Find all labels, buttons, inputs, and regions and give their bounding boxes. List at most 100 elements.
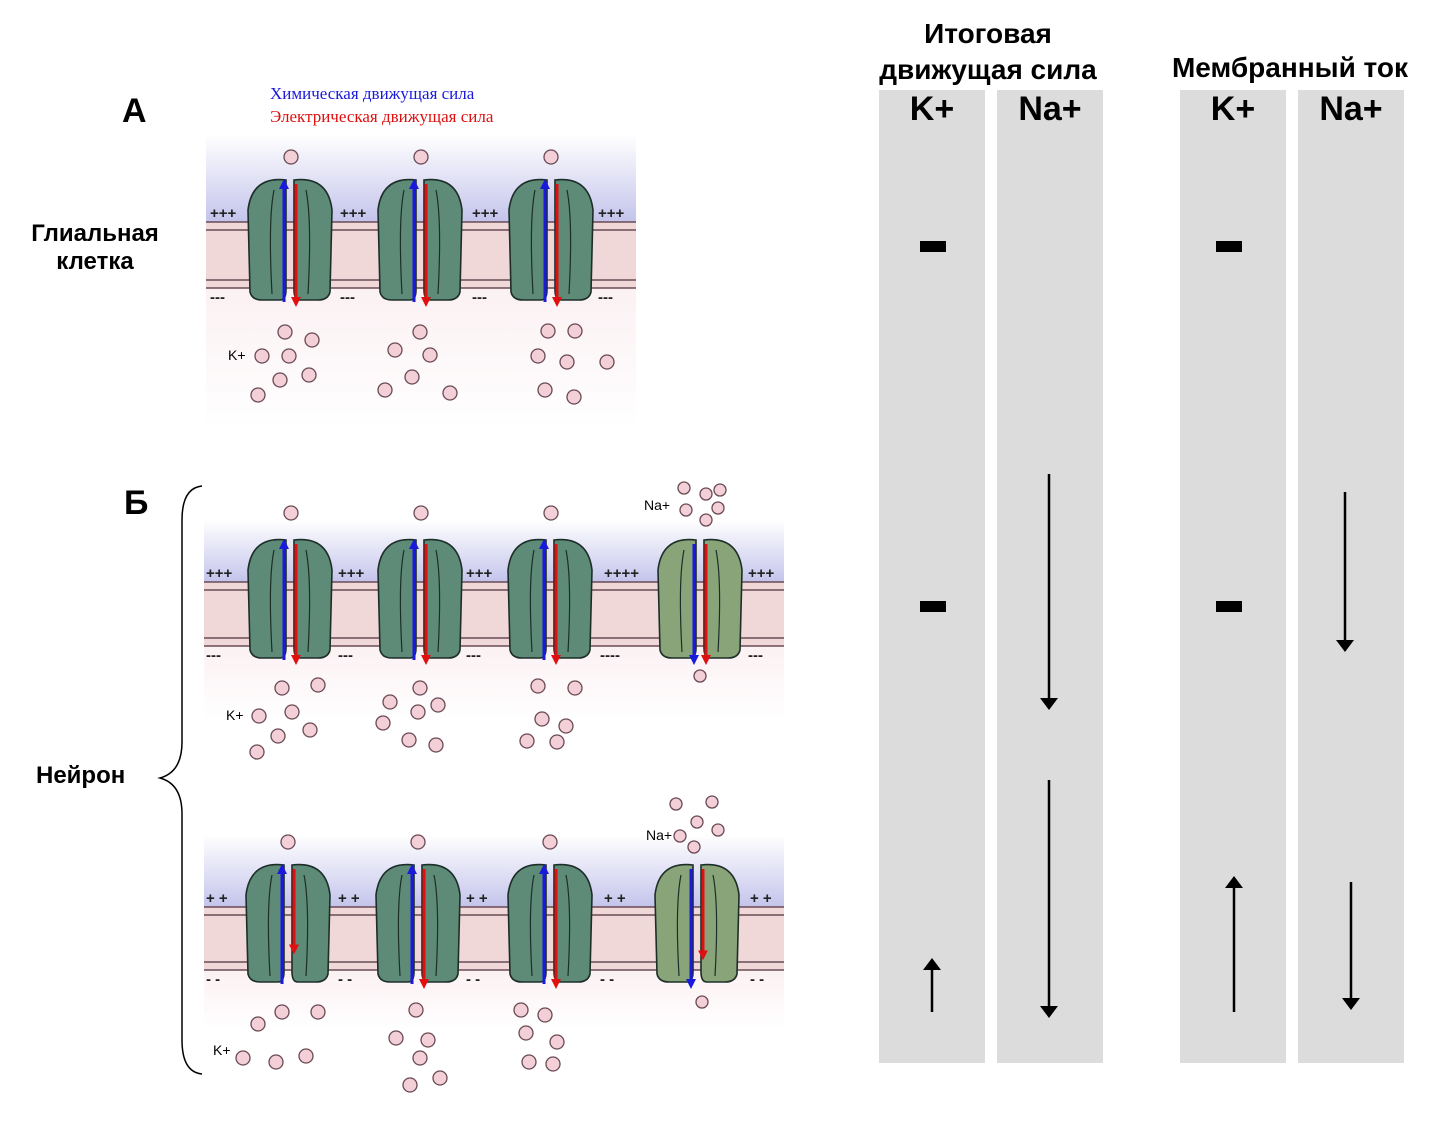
ion — [281, 348, 297, 364]
na-ion-label: Na+ — [644, 497, 670, 513]
ion — [302, 722, 318, 738]
k-ion-label: K+ — [228, 347, 246, 363]
ion — [559, 354, 575, 370]
ion — [540, 323, 556, 339]
ion — [283, 505, 299, 521]
ion — [711, 501, 725, 515]
k-channel — [507, 863, 593, 983]
ion — [284, 704, 300, 720]
ion — [422, 347, 438, 363]
ion — [428, 737, 444, 753]
ion — [699, 513, 713, 527]
minus-sign: --- — [598, 289, 613, 306]
ion — [377, 382, 393, 398]
minus-sign: --- — [466, 647, 481, 664]
ion — [254, 348, 270, 364]
ion — [401, 732, 417, 748]
na-channel — [654, 863, 740, 983]
ion — [388, 1030, 404, 1046]
ion — [521, 1054, 537, 1070]
k-channel — [247, 178, 333, 301]
net-na-header: Na+ — [1018, 90, 1082, 128]
k-channel — [247, 538, 333, 659]
legend-chemical: Химическая движущая сила — [270, 84, 475, 103]
panel-b-letter: Б — [124, 484, 149, 522]
ion — [442, 385, 458, 401]
ion — [310, 677, 326, 693]
net-k-column — [879, 90, 985, 1063]
ion — [402, 1077, 418, 1093]
ion — [558, 718, 574, 734]
membrane-current-title: Мембранный ток — [1171, 52, 1409, 83]
ion — [410, 834, 426, 850]
ion — [235, 1050, 251, 1066]
minus-sign: - - — [338, 971, 352, 988]
ion — [404, 369, 420, 385]
ion — [534, 711, 550, 727]
ion — [304, 332, 320, 348]
minus-sign: --- — [338, 647, 353, 664]
ion — [567, 323, 583, 339]
net-k-header: K+ — [909, 90, 955, 128]
ion — [693, 669, 707, 683]
ion — [250, 387, 266, 403]
ion — [310, 1004, 326, 1020]
ion — [412, 324, 428, 340]
plus-sign: ++++ — [604, 565, 639, 582]
plus-sign: + + — [604, 890, 626, 907]
ion — [566, 389, 582, 405]
ion — [530, 678, 546, 694]
ion — [298, 1048, 314, 1064]
panel-a-letter: А — [122, 92, 147, 130]
ion — [408, 1002, 424, 1018]
ion — [274, 680, 290, 696]
minus-sign: --- — [340, 289, 355, 306]
ion — [272, 372, 288, 388]
minus-sign: ---- — [600, 647, 620, 664]
current-k-header: K+ — [1210, 90, 1256, 128]
k-ion-label: K+ — [226, 707, 244, 723]
k-channel — [508, 178, 594, 301]
ion — [412, 680, 428, 696]
k-channel — [507, 538, 593, 659]
k-channel — [377, 538, 463, 659]
ion — [420, 1032, 436, 1048]
ion — [387, 342, 403, 358]
net-k-minus-row1 — [920, 241, 946, 252]
ion — [375, 715, 391, 731]
ion — [432, 1070, 448, 1086]
ion — [530, 348, 546, 364]
ion — [430, 697, 446, 713]
minus-sign: --- — [206, 647, 221, 664]
ion — [705, 795, 719, 809]
ion — [280, 834, 296, 850]
ion — [542, 834, 558, 850]
ion — [673, 829, 687, 843]
ion — [687, 840, 701, 854]
ion — [277, 324, 293, 340]
plus-sign: + + — [206, 890, 228, 907]
ion — [695, 995, 709, 1009]
ion — [519, 733, 535, 749]
minus-sign: - - — [600, 971, 614, 988]
ion — [699, 487, 713, 501]
ion — [690, 815, 704, 829]
k-channel — [245, 863, 331, 983]
ion — [250, 1016, 266, 1032]
net-k-minus-row2 — [920, 601, 946, 612]
ion — [679, 503, 693, 517]
ion — [249, 744, 265, 760]
ion — [549, 734, 565, 750]
plus-sign: +++ — [340, 205, 367, 222]
plus-sign: +++ — [466, 565, 493, 582]
na-ion-label: Na+ — [646, 827, 672, 843]
minus-sign: --- — [748, 647, 763, 664]
ion — [513, 1002, 529, 1018]
ion — [412, 1050, 428, 1066]
ion — [599, 354, 615, 370]
net-force-title: Итоговая движущая сила — [879, 18, 1097, 85]
plus-sign: +++ — [206, 565, 233, 582]
current-na-header: Na+ — [1319, 90, 1383, 128]
neuron-label: Нейрон — [36, 762, 126, 789]
